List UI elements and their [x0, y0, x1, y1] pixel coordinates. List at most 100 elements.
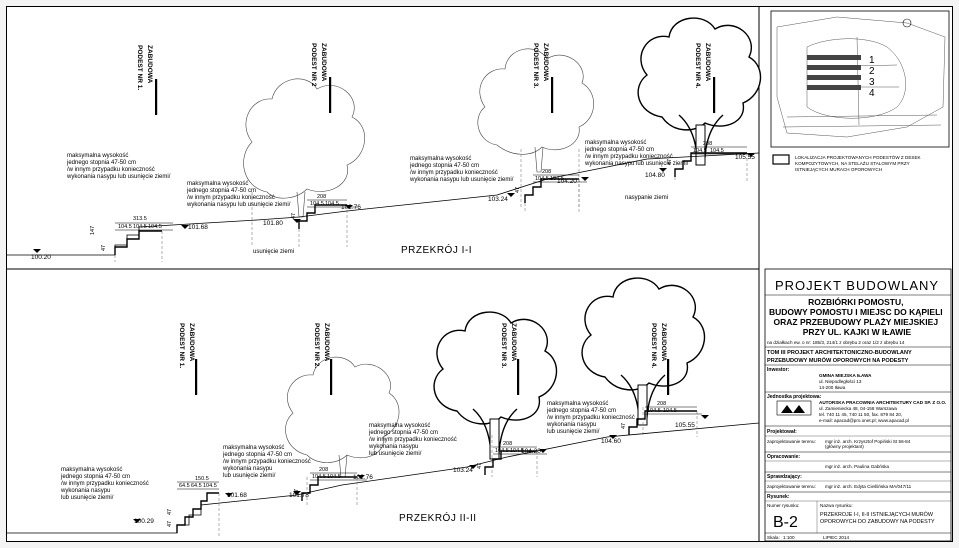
- note: maksymalna wysokość jednego stopnia 47-5…: [584, 140, 689, 167]
- level-label: 101.78: [289, 492, 309, 499]
- scale: 1:100: [783, 535, 795, 540]
- note: maksymalna wysokość jednego stopnia 47-5…: [222, 445, 312, 479]
- dimension-label: 47: [515, 187, 521, 193]
- note: maksymalna wysokość jednego stopnia 47-5…: [368, 423, 458, 457]
- level-label: 104.80: [645, 172, 665, 179]
- podest-bar: [155, 79, 158, 115]
- scope: TOM III PROJEKT ARCHITEKTONICZNO-BUDOWLA…: [767, 350, 913, 364]
- podest-label: ZABUDOWA: [320, 43, 327, 82]
- dimension-label: 208: [542, 169, 551, 175]
- podest-label: PODEST NR 4.: [650, 323, 657, 368]
- podest-label: PODEST NR 2.: [313, 323, 320, 368]
- dimension-label: 104.5: [203, 483, 217, 489]
- dimension-label: 104.5: [312, 474, 326, 480]
- podest-label: ZABUDOWA: [542, 43, 549, 82]
- podest-bar: [330, 359, 333, 395]
- level-label: 101.68: [227, 492, 247, 499]
- dimension-label: 47: [167, 509, 173, 515]
- dimension-label: 47: [667, 159, 673, 165]
- drawing-label: Rysunek:: [767, 494, 790, 500]
- podest-label: ZABUDOWA: [704, 43, 711, 82]
- dimension-label: 208: [503, 441, 512, 447]
- drawing-name: PRZEKROJE I-I, II-II ISTNIEJĄCYCH MURÓW …: [820, 511, 935, 525]
- drafted: mgr inż. arch. Paulina Gabńska: [825, 464, 890, 469]
- podest-label: PODEST NR 1.: [136, 45, 143, 90]
- designer-label: Projektował:: [767, 429, 797, 435]
- drawing-canvas: ZABUDOWA PODEST NR 1. ZABUDOWA PODEST NR…: [7, 7, 952, 541]
- level-label: 104.20: [521, 448, 541, 455]
- dimension-label: 313.5: [133, 216, 147, 222]
- note: maksymalna wysokość jednego stopnia 47-5…: [60, 467, 150, 501]
- podest-label: PODEST NR 3.: [532, 43, 539, 88]
- section-title: PRZEKRÓJ II-II: [399, 511, 477, 524]
- dimension-label: 104.5: [327, 474, 341, 480]
- dimension-label: 208: [319, 467, 328, 473]
- designer-note: (główny projektant): [825, 444, 864, 449]
- designer-role: zaprojektowanie terenu:: [767, 439, 816, 444]
- location-number: 4: [869, 88, 875, 99]
- level-label: 105.55: [735, 154, 755, 161]
- terrain-line: [7, 152, 760, 256]
- support-lines: [114, 149, 748, 262]
- dimension-label: 104.5: [310, 201, 324, 207]
- level-marks: [33, 153, 755, 253]
- dimension-label: 104.5: [647, 408, 661, 414]
- dimension-lines: [177, 406, 702, 490]
- project-title: ROZBIÓRKI POMOSTU, BUDOWY POMOSTU I MIEJ…: [769, 296, 945, 337]
- level-label: 104.20: [557, 178, 577, 185]
- dimension-label: 47: [477, 463, 483, 469]
- dimension-label: 208: [703, 141, 712, 147]
- podest-bar: [329, 77, 332, 113]
- dimension-label: 147: [90, 226, 96, 235]
- checked-role: zaprojektowanie terenu:: [767, 484, 816, 489]
- level-label: 105.55: [675, 422, 695, 429]
- legend: LOKALIZACJA PROJEKTOWANYCH PODESTÓW Z DE…: [772, 154, 922, 172]
- dimension-label: 104.5: [148, 224, 162, 230]
- note: maksymalna wysokość jednego stopnia 47-5…: [546, 401, 636, 435]
- checked-label: Sprawdzający:: [767, 474, 802, 480]
- earth-fill-note: nasypanie ziemi: [625, 195, 668, 201]
- name-label: Nazwa rysunku:: [820, 503, 853, 508]
- section-title: PRZEKRÓJ I-I: [401, 243, 472, 256]
- level-label: 102.76: [353, 474, 373, 481]
- level-label: 102.76: [341, 204, 361, 211]
- dimension-label: 104.5: [663, 408, 677, 414]
- note: maksymalna wysokość jednego stopnia 47-5…: [409, 156, 514, 183]
- dimension-label: 104.5: [118, 224, 132, 230]
- dimension-label: 208: [317, 194, 326, 200]
- project-heading: PROJEKT BUDOWLANY: [775, 278, 939, 293]
- podest-label: ZABUDOWA: [660, 323, 667, 362]
- section-1: ZABUDOWA PODEST NR 1. ZABUDOWA PODEST NR…: [7, 17, 762, 262]
- level-marks: [133, 415, 709, 523]
- level-label: 101.80: [263, 220, 283, 227]
- dimension-label: 104.5: [133, 224, 147, 230]
- scale-label: Skala:: [767, 535, 780, 540]
- location-walls: [807, 55, 861, 90]
- legend-swatch: [772, 154, 790, 165]
- level-label: 101.68: [188, 224, 208, 231]
- drawing-number: B-2: [773, 514, 798, 531]
- podest-label: ZABUDOWA: [323, 323, 330, 362]
- location-number: 3: [869, 77, 875, 88]
- tree-filled: [581, 277, 706, 426]
- podest-label: PODEST NR 3.: [500, 323, 507, 368]
- investor: GMINA MIEJSKA IŁAWA ul. Niepodległości 1…: [819, 373, 873, 390]
- dimension-label: 64.5: [191, 483, 202, 489]
- north-arrow-icon: [902, 18, 912, 28]
- podest-bar: [713, 77, 716, 113]
- section-2: ZABUDOWA PODEST NR 1. ZABUDOWA PODEST NR…: [7, 277, 760, 537]
- tree-filled: [433, 311, 558, 460]
- dimension-label: 47: [291, 213, 297, 219]
- podest-label: ZABUDOWA: [510, 323, 517, 362]
- podest-bar: [667, 359, 670, 395]
- dimension-label: 104.5: [510, 448, 524, 454]
- support-lines: [218, 407, 698, 537]
- podest-label: ZABUDOWA: [188, 323, 195, 362]
- level-label: 103.24: [453, 467, 473, 474]
- note: maksymalna wysokość jednego stopnia 47-5…: [66, 153, 171, 180]
- title-block: 1 2 3 4 LOKALIZACJA PROJEKTOWANYCH PODES…: [764, 10, 952, 541]
- earth-removal-note: usunięcie ziemi: [253, 249, 294, 255]
- company-logo: [776, 400, 812, 416]
- legend-text: LOKALIZACJA PROJEKTOWANYCH PODESTÓW Z DE…: [795, 154, 922, 172]
- level-label: 100.29: [134, 518, 154, 525]
